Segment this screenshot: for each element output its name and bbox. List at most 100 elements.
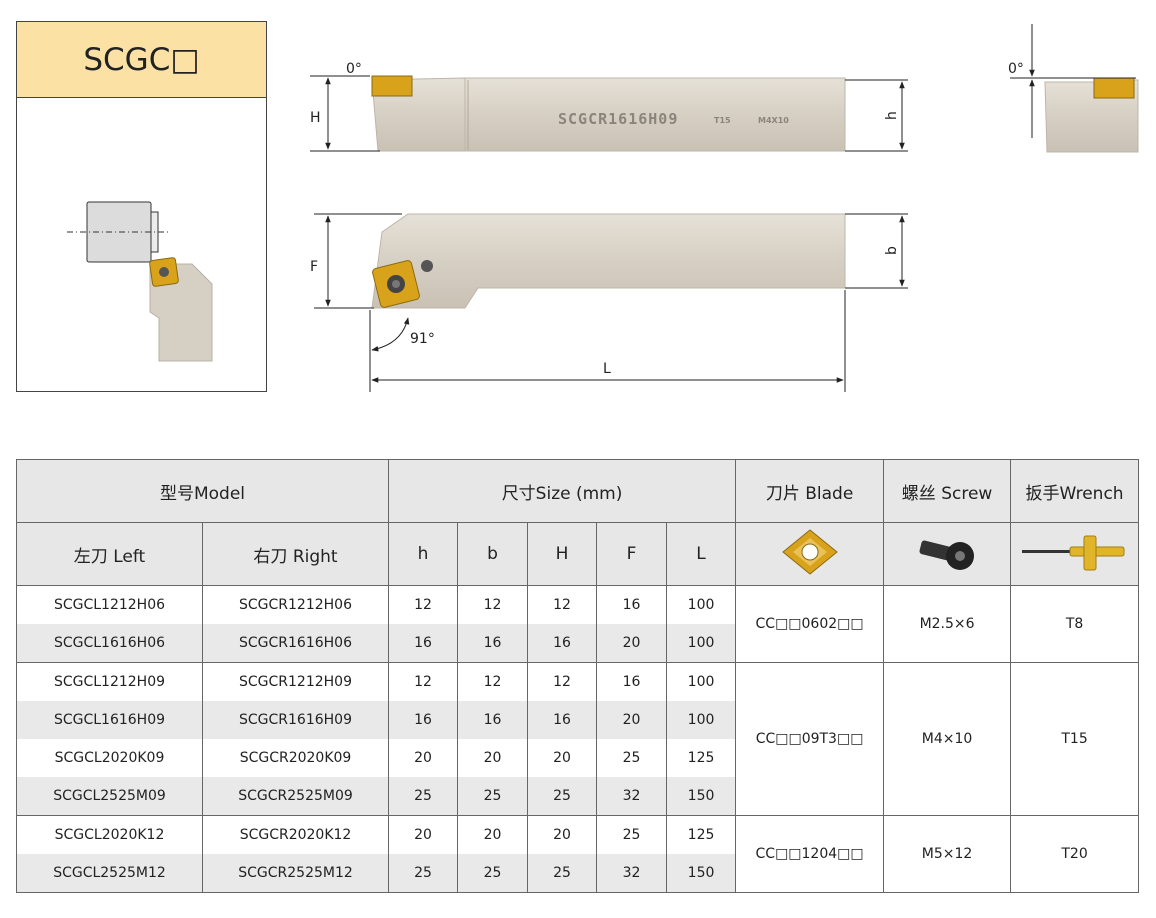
cell-b: 20: [457, 739, 529, 777]
engraving-main: SCGCR1616H09: [558, 110, 678, 128]
cell-b: 12: [457, 585, 529, 624]
header-size: 尺寸Size (mm): [388, 459, 737, 523]
cell-blade: CC□□1204□□: [735, 815, 885, 893]
screw-icon: [919, 539, 975, 570]
cell-F: 32: [596, 777, 668, 816]
cell-h: 20: [388, 739, 459, 777]
cell-b: 25: [457, 777, 529, 816]
cell-right: SCGCR1616H06: [201, 624, 390, 663]
dim-H: H: [310, 110, 321, 126]
cell-screw: M2.5×6: [883, 585, 1012, 663]
cell-left: SCGCL2020K09: [16, 739, 203, 777]
cell-F: 16: [596, 585, 668, 624]
header-model: 型号Model: [15, 459, 390, 523]
cell-H: 12: [527, 662, 598, 701]
zero-left: 0°: [346, 61, 362, 77]
cell-L: 100: [666, 585, 737, 624]
engraving-t: T15: [714, 116, 731, 125]
wrench-image: [1010, 522, 1140, 586]
cell-screw: M4×10: [883, 662, 1012, 816]
cell-F: 25: [596, 815, 668, 854]
cell-F: 16: [596, 662, 668, 701]
cell-right: SCGCR1616H09: [201, 701, 390, 739]
wrench-icon: [1021, 535, 1125, 570]
cell-L: 125: [666, 815, 737, 854]
holder-side-view: SCGCR1616H09 T15 M4X10: [371, 75, 846, 152]
cell-h: 25: [388, 777, 459, 816]
holder-end-view: [1044, 77, 1139, 153]
technical-drawing: SCGCR1616H09 T15 M4X10 H 0° h 0° F b 91°: [310, 24, 1139, 392]
cell-b: 16: [457, 624, 529, 663]
cell-L: 100: [666, 624, 737, 663]
table-row: SCGCL1616H09 SCGCR1616H09 16 16 16 20 10…: [16, 701, 1139, 739]
header-H: H: [527, 522, 598, 586]
cell-H: 12: [527, 585, 598, 624]
spec-table: 型号Model 尺寸Size (mm) 刀片 Blade 螺丝 Screw 扳手…: [15, 459, 1140, 893]
cell-left: SCGCL1212H06: [16, 585, 203, 624]
header-screw: 螺丝 Screw: [883, 459, 1012, 523]
cell-b: 16: [457, 701, 529, 739]
header-wrench: 扳手Wrench: [1010, 459, 1140, 523]
dim-h: h: [884, 111, 900, 120]
cell-left: SCGCL2525M12: [16, 854, 203, 893]
cell-h: 20: [388, 815, 459, 854]
cell-h: 16: [388, 624, 459, 663]
cell-right: SCGCR2525M12: [201, 854, 390, 893]
cell-L: 125: [666, 739, 737, 777]
cell-left: SCGCL1212H09: [16, 662, 203, 701]
cell-wrench: T20: [1010, 815, 1140, 893]
cell-h: 12: [388, 585, 459, 624]
cell-L: 150: [666, 854, 737, 893]
top-insert: [372, 260, 433, 308]
sketch-insert: [149, 257, 179, 287]
cell-H: 20: [527, 815, 598, 854]
cell-right: SCGCR2020K09: [201, 739, 390, 777]
cell-wrench: T15: [1010, 662, 1140, 816]
cell-H: 20: [527, 739, 598, 777]
cell-H: 25: [527, 854, 598, 893]
holder-top-view: [371, 213, 846, 309]
header-b: b: [457, 522, 529, 586]
cell-left: SCGCL2525M09: [16, 777, 203, 816]
header-h: h: [388, 522, 459, 586]
cell-L: 150: [666, 777, 737, 816]
cell-H: 16: [527, 701, 598, 739]
cell-h: 16: [388, 701, 459, 739]
cell-left: SCGCL1616H06: [16, 624, 203, 663]
angle-91: 91°: [410, 331, 435, 347]
cell-left: SCGCL1616H09: [16, 701, 203, 739]
table-row: SCGCL2525M12 SCGCR2525M12 25 25 25 32 15…: [16, 854, 1139, 893]
table-row: SCGCL2020K12 SCGCR2020K12 20 20 20 25 12…: [16, 815, 1140, 893]
engraving-screw: M4X10: [758, 116, 789, 125]
cell-L: 100: [666, 662, 737, 701]
cell-right: SCGCR1212H09: [201, 662, 390, 701]
header-F: F: [596, 522, 668, 586]
insert-icon: [781, 528, 838, 575]
end-insert: [1093, 77, 1135, 99]
header-left: 左刀 Left: [16, 522, 203, 586]
cell-right: SCGCR1212H06: [201, 585, 390, 624]
cell-right: SCGCR2525M09: [201, 777, 390, 816]
cell-b: 12: [457, 662, 529, 701]
title-box: SCGC□: [16, 21, 267, 392]
cell-right: SCGCR2020K12: [201, 815, 390, 854]
header-blade: 刀片 Blade: [735, 459, 885, 523]
cell-blade: CC□□09T3□□: [735, 662, 885, 816]
cell-H: 16: [527, 624, 598, 663]
cell-b: 20: [457, 815, 529, 854]
blade-image: [735, 522, 885, 586]
cell-h: 12: [388, 662, 459, 701]
table-row: SCGCL1212H06 SCGCR1212H06 12 12 12 16 10…: [16, 585, 1140, 663]
header-right: 右刀 Right: [201, 522, 390, 586]
cell-blade: CC□□0602□□: [735, 585, 885, 663]
dim-F: F: [310, 259, 318, 275]
header-L: L: [666, 522, 737, 586]
cell-wrench: T8: [1010, 585, 1140, 663]
cell-F: 20: [596, 701, 668, 739]
product-title: SCGC□: [17, 22, 266, 98]
cell-h: 25: [388, 854, 459, 893]
screw-image: [883, 522, 1012, 586]
dim-b: b: [884, 246, 900, 255]
cell-F: 32: [596, 854, 668, 893]
zero-right: 0°: [1008, 61, 1024, 77]
